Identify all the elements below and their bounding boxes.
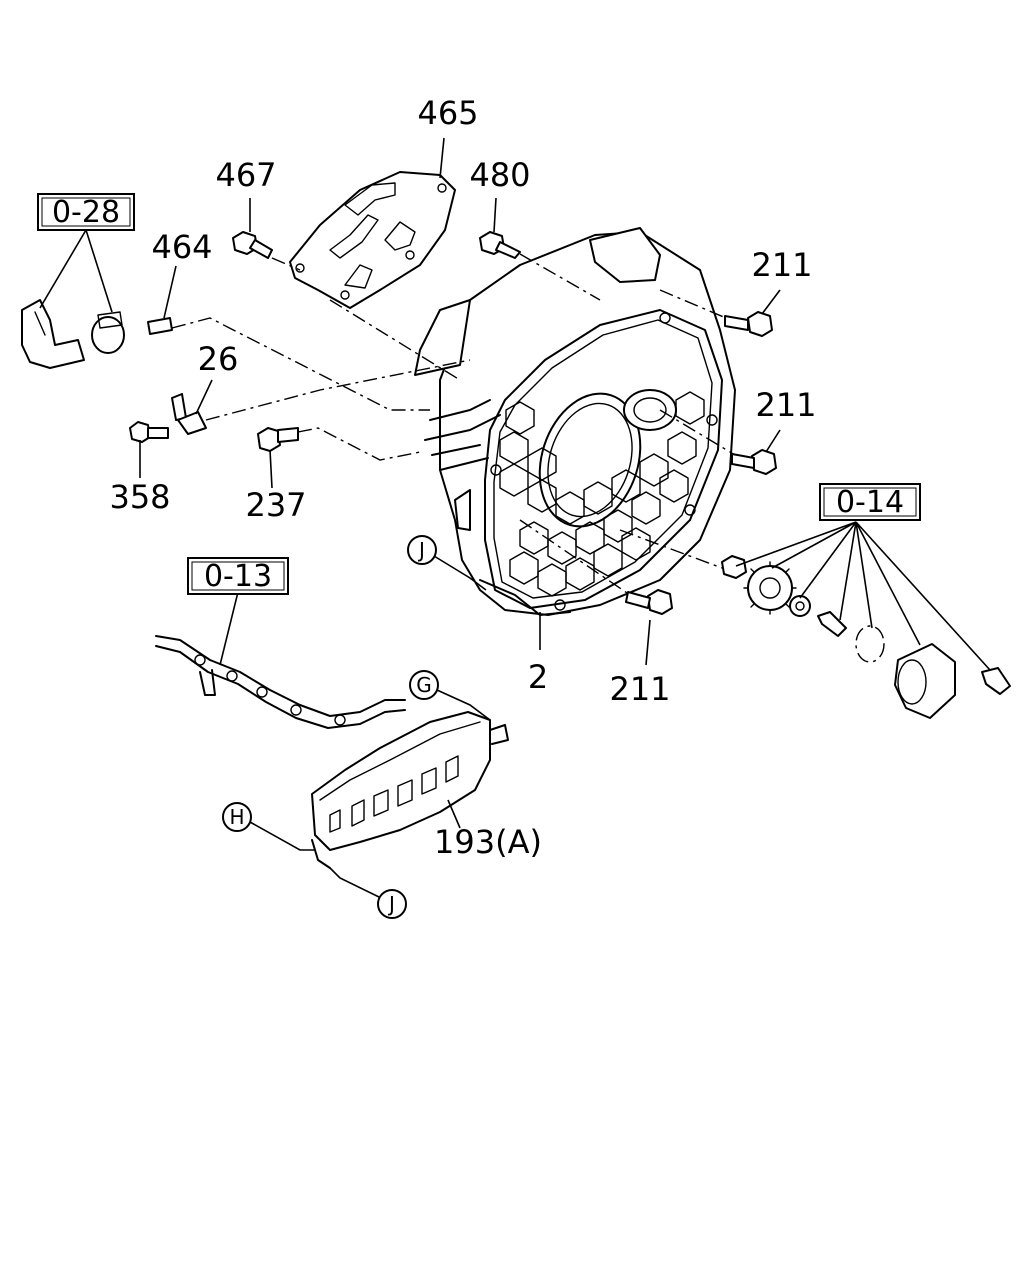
honeycomb-ribs	[499, 391, 705, 597]
part-label-211-middle: 211	[755, 386, 816, 424]
idler-gear-assembly	[721, 555, 1011, 719]
marker-g-label: G	[416, 673, 432, 697]
part-label-2: 2	[528, 658, 548, 696]
part-label-465: 465	[417, 94, 478, 132]
bolt-211-lower	[625, 589, 673, 615]
flywheel-housing	[414, 227, 736, 616]
part-label-480: 480	[469, 156, 530, 194]
marker-j-top: J	[407, 535, 437, 565]
marker-j-top-label: J	[417, 538, 425, 562]
dowel-464	[147, 317, 173, 335]
marker-h-label: H	[229, 805, 244, 829]
ref-box-0-28: 0-28	[37, 193, 135, 231]
alignment-lines	[171, 253, 736, 596]
leader-lines	[39, 137, 991, 898]
ref-label-0-28: 0-28	[52, 195, 120, 230]
marker-j-bottom: J	[377, 889, 407, 919]
bolt-467	[232, 231, 273, 259]
bolt-211-middle	[731, 449, 777, 475]
part-label-211-lower: 211	[609, 670, 670, 708]
part-labels: 465 467 480 464 211 211 211 26 358 237 2…	[109, 94, 816, 861]
guard-193a	[311, 711, 509, 869]
part-label-211-upper: 211	[751, 246, 812, 284]
ref-label-0-14: 0-14	[836, 485, 904, 520]
hose-and-clamp	[21, 299, 125, 369]
sensor-26	[171, 393, 207, 435]
part-label-237: 237	[245, 486, 306, 524]
gasket	[155, 635, 406, 729]
cover-plate-465	[289, 171, 456, 309]
bolt-211-upper	[724, 311, 773, 337]
ref-label-0-13: 0-13	[204, 559, 272, 594]
marker-j-bottom-label: J	[387, 892, 395, 916]
part-label-467: 467	[215, 156, 276, 194]
bolt-358	[129, 421, 169, 443]
marker-h: H	[222, 802, 252, 832]
bolt-237	[257, 427, 299, 452]
part-label-358: 358	[109, 478, 170, 516]
part-label-464: 464	[151, 228, 212, 266]
marker-g: G	[409, 670, 439, 700]
part-label-193a: 193(A)	[434, 823, 542, 861]
ref-box-0-14: 0-14	[819, 483, 921, 521]
ref-box-0-13: 0-13	[187, 557, 289, 595]
bolt-480	[479, 231, 521, 259]
part-label-26: 26	[198, 340, 239, 378]
